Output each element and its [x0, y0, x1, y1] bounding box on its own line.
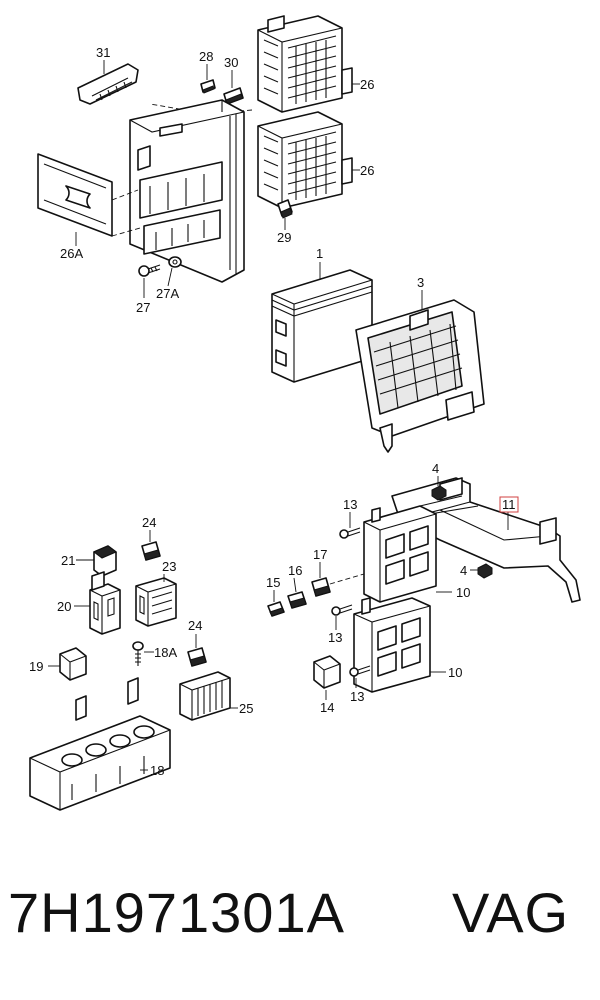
- label-3: 3: [417, 275, 424, 290]
- label-1: 1: [316, 246, 323, 261]
- part-28-fuse: [200, 79, 216, 94]
- part-26-connector-mid: [257, 111, 353, 209]
- label-20: 20: [57, 599, 71, 614]
- label-10-lower: 10: [448, 665, 462, 680]
- part-16-fuse-holder: [287, 591, 307, 609]
- label-31: 31: [96, 45, 110, 60]
- label-27: 27: [136, 300, 150, 315]
- part-18-relay-plate: [29, 677, 171, 811]
- part-23-relay-base: [135, 577, 177, 627]
- part-13-screw-c: [349, 665, 371, 677]
- label-30: 30: [224, 55, 238, 70]
- part-26A-cover: [37, 153, 113, 237]
- label-26A: 26A: [60, 246, 83, 261]
- part-10-relay-carrier-upper: [363, 505, 437, 603]
- part-27-screw: [138, 264, 161, 277]
- part-10-relay-carrier-lower: [353, 597, 431, 693]
- part-14-relay: [313, 655, 341, 689]
- part-20-bracket: [89, 571, 121, 635]
- part-number: 7H1971301A: [8, 881, 345, 944]
- label-26-top: 26: [360, 77, 374, 92]
- label-23: 23: [162, 559, 176, 574]
- label-4-side: 4: [460, 563, 467, 578]
- part-30-fuse: [223, 87, 244, 105]
- label-29: 29: [277, 230, 291, 245]
- part-4-nut-side: [477, 563, 493, 579]
- part-31-clip: [77, 63, 139, 105]
- label-13-a: 13: [343, 497, 357, 512]
- label-10-upper: 10: [456, 585, 470, 600]
- fuse-box-housing: [129, 99, 245, 283]
- label-25: 25: [239, 701, 253, 716]
- label-4-top: 4: [432, 461, 439, 476]
- label-21: 21: [61, 553, 75, 568]
- part-13-screw-a: [339, 527, 361, 539]
- parts-diagram: 31 28 30 26 26: [29, 15, 581, 811]
- part-13-screw-b: [331, 604, 353, 616]
- part-15-fuse-holder: [267, 601, 285, 617]
- part-4-nut-top: [431, 485, 447, 501]
- label-13-c: 13: [350, 689, 364, 704]
- part-18A-screw: [132, 641, 144, 666]
- label-27A: 27A: [156, 286, 179, 301]
- part-17-fuse-holder: [311, 577, 331, 597]
- label-11-box: [499, 496, 519, 513]
- part-21-relay: [93, 545, 117, 577]
- label-19: 19: [29, 659, 43, 674]
- label-16: 16: [288, 563, 302, 578]
- label-15: 15: [266, 575, 280, 590]
- label-11: 11: [502, 497, 516, 512]
- label-14: 14: [320, 700, 334, 715]
- brand-name: VAG: [452, 881, 570, 944]
- part-29-fuse: [277, 199, 293, 219]
- part-25-fuse-strip: [179, 671, 231, 721]
- part-3-bracket: [355, 299, 485, 453]
- label-24-lower: 24: [188, 618, 202, 633]
- part-24-fuse-lower: [187, 647, 207, 667]
- label-17: 17: [313, 547, 327, 562]
- label-28: 28: [199, 49, 213, 64]
- part-26-connector-top: [257, 15, 353, 113]
- label-18A: 18A: [154, 645, 177, 660]
- label-13-b: 13: [328, 630, 342, 645]
- label-26-mid: 26: [360, 163, 374, 178]
- part-24-fuse-upper: [141, 541, 161, 561]
- label-18: 18: [150, 763, 164, 778]
- part-1-control-module: [271, 269, 373, 383]
- label-24-upper: 24: [142, 515, 156, 530]
- part-19-relay: [59, 647, 87, 681]
- part-27A-washer: [168, 256, 182, 268]
